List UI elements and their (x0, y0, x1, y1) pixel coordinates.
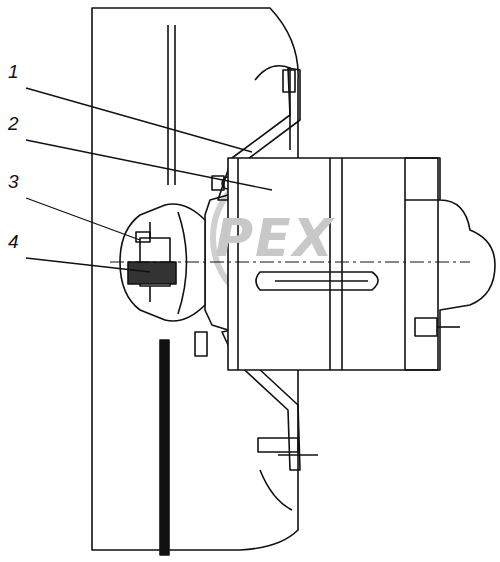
callout-number: 1 (6, 62, 21, 81)
callout-number: 2 (6, 114, 21, 133)
callout-number: 3 (6, 172, 21, 191)
watermark: PEX (215, 212, 335, 264)
callout-number: 4 (6, 232, 21, 251)
